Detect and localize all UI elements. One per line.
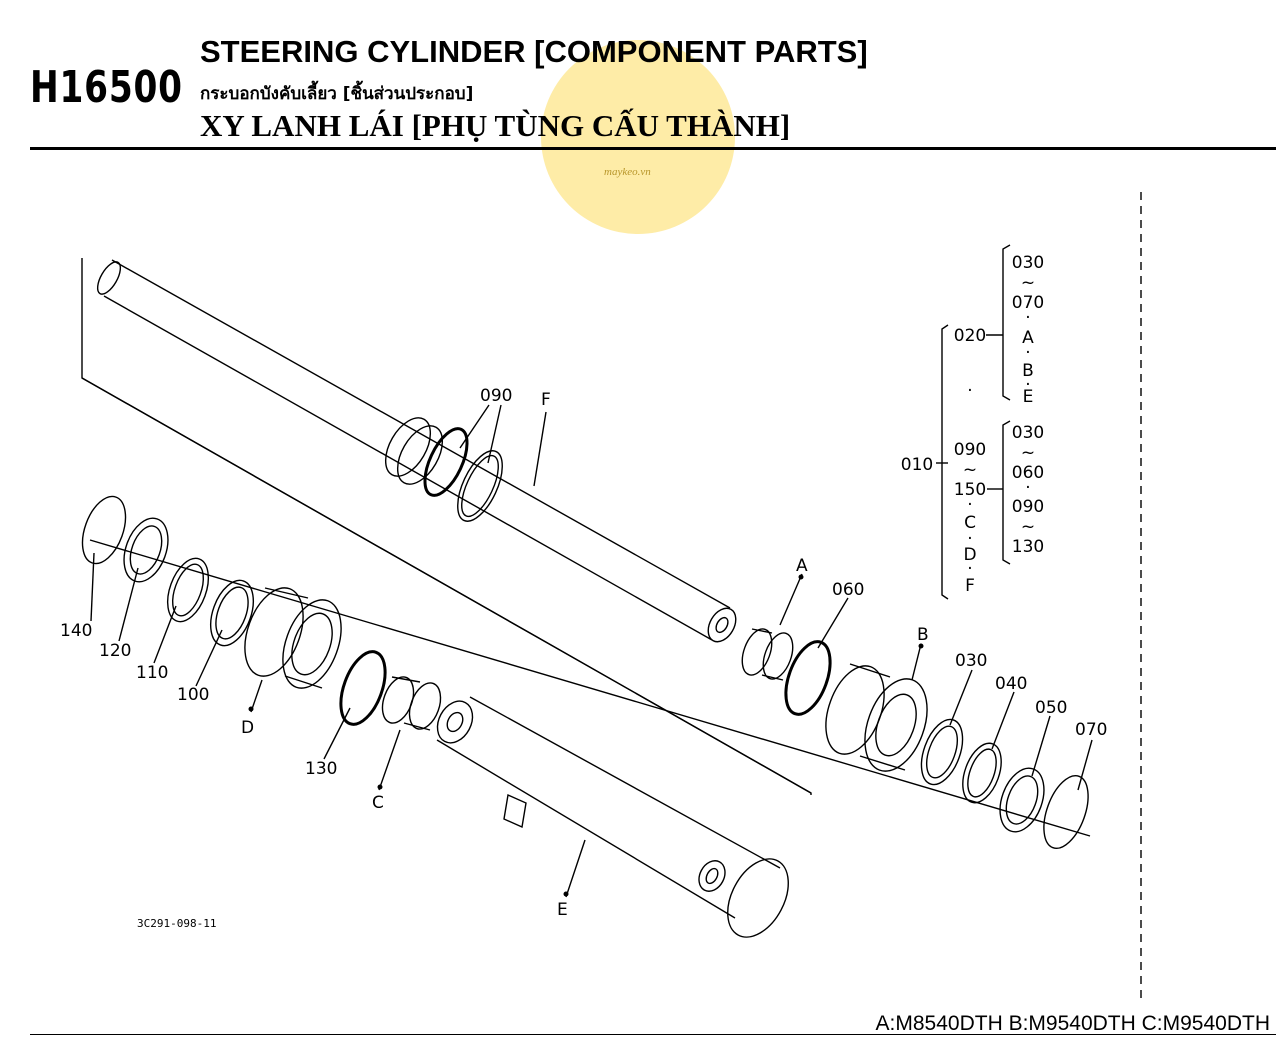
svg-text:130: 130 [1012, 537, 1044, 557]
cylinder-head-part-d [244, 587, 342, 689]
svg-text:F: F [965, 576, 975, 596]
svg-text:060: 060 [1012, 463, 1044, 483]
callout-b: B [917, 625, 929, 645]
figure-number: 3C291-098-11 [137, 917, 217, 930]
assembly-tree: 030 ~ 070 · A · B · E 020 · 010 090 ~ 15… [901, 253, 1044, 596]
seal-100 [209, 579, 255, 647]
svg-text:~: ~ [1021, 273, 1035, 293]
ring-030 [920, 718, 964, 786]
model-note: A:M8540DTH B:M9540DTH C:M9540DTH [875, 1012, 1270, 1035]
callout-090: 090 [480, 386, 512, 406]
svg-text:·: · [1025, 308, 1030, 328]
cylinder-tube-part-e [436, 696, 789, 938]
svg-text:030: 030 [1012, 423, 1044, 443]
callout-c: C [372, 793, 384, 813]
section-code: H16500 [30, 62, 183, 113]
callout-120: 120 [99, 641, 131, 661]
svg-text:~: ~ [1021, 517, 1035, 537]
callout-030: 030 [955, 651, 987, 671]
seal-050 [999, 767, 1045, 833]
callout-100: 100 [177, 685, 209, 705]
svg-text:·: · [1025, 478, 1030, 498]
svg-text:C: C [964, 513, 976, 533]
callout-060: 060 [832, 580, 864, 600]
o-ring-090-a [423, 427, 469, 497]
title-english: STEERING CYLINDER [COMPONENT PARTS] [200, 34, 868, 69]
tree-node-020: 020 [954, 326, 986, 346]
ring-040 [962, 742, 1002, 804]
bushing-part-a [741, 628, 794, 681]
svg-text:~: ~ [1021, 443, 1035, 463]
svg-text:090: 090 [954, 440, 986, 460]
svg-text:A: A [1022, 328, 1034, 348]
callout-070: 070 [1075, 720, 1107, 740]
watermark-text: maykeo.vn [604, 166, 651, 178]
callout-f: F [541, 390, 551, 410]
tree-node-010: 010 [901, 455, 933, 475]
cylinder-head-part-b [825, 663, 928, 772]
svg-text:090: 090 [1012, 497, 1044, 517]
footer-rule [30, 1034, 1276, 1035]
snap-ring-140 [81, 495, 127, 565]
svg-text:030: 030 [1012, 253, 1044, 273]
title-thai: กระบอกบังคับเลี้ยว [ชิ้นส่วนประกอบ] [200, 84, 474, 104]
watermark-logo [541, 40, 735, 234]
svg-text:·: · [1025, 343, 1030, 363]
o-ring-060 [784, 640, 832, 716]
snap-ring-070 [1043, 775, 1089, 849]
callout-130: 130 [305, 759, 337, 779]
svg-text:·: · [967, 529, 972, 549]
title-vietnamese: XY LANH LÁI [PHỤ TÙNG CẤU THÀNH] [200, 108, 791, 143]
o-ring-130 [339, 650, 387, 726]
callout-040: 040 [995, 674, 1027, 694]
callout-e: E [557, 900, 568, 920]
callout-d: D [241, 718, 254, 738]
callout-140: 140 [60, 621, 92, 641]
svg-text:~: ~ [963, 460, 977, 480]
bushing-part-c [381, 676, 442, 731]
svg-text:D: D [963, 545, 976, 565]
svg-text:B: B [1022, 361, 1034, 381]
callout-110: 110 [136, 663, 168, 683]
ring-110 [166, 557, 210, 623]
svg-text:070: 070 [1012, 293, 1044, 313]
piston-rod-part-f [96, 259, 737, 643]
svg-text:150: 150 [954, 480, 986, 500]
svg-text:·: · [967, 559, 972, 579]
o-ring-090-b [457, 450, 503, 522]
header-rule [30, 147, 1276, 150]
reference-plane [81, 258, 812, 795]
svg-text:·: · [1025, 375, 1030, 395]
tree-dot: · [967, 381, 972, 401]
callout-050: 050 [1035, 698, 1067, 718]
svg-text:·: · [967, 495, 972, 515]
callout-a: A [796, 556, 808, 576]
svg-text:E: E [1023, 387, 1034, 407]
